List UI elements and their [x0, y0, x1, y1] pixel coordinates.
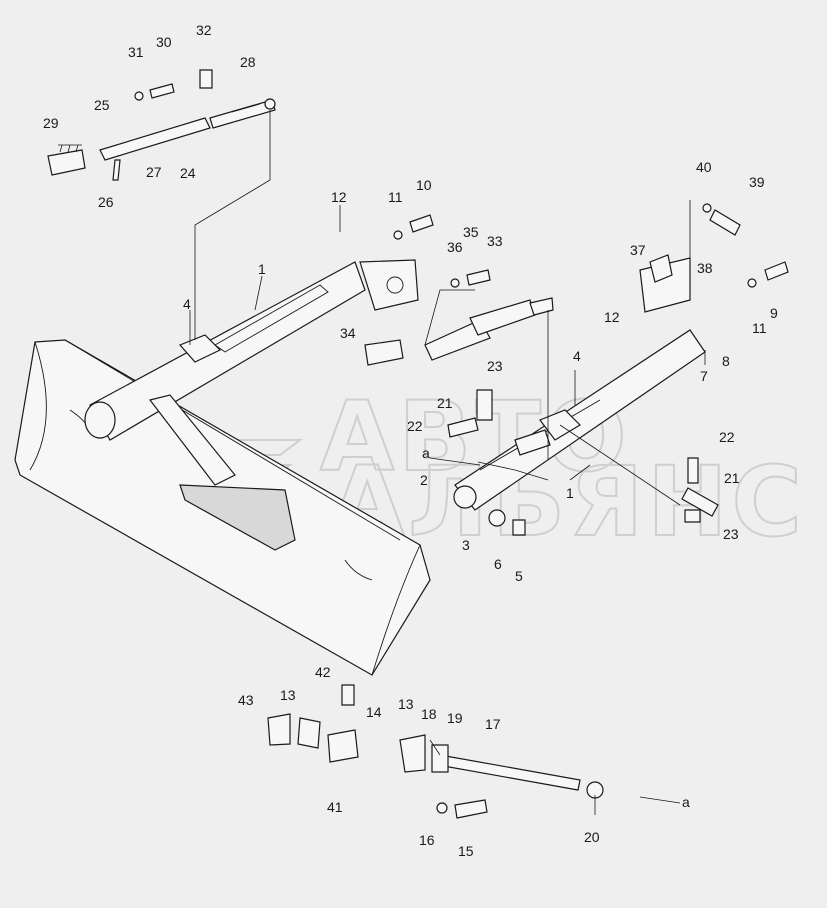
- label-11: 11: [752, 320, 767, 336]
- label-10: 10: [416, 177, 432, 193]
- fittings-5-6: [488, 509, 526, 536]
- part-labels: 1 1 2 3 4 4 5 6 7 8 9 10 11 11 12 12 13 …: [43, 22, 778, 859]
- grease-fitting-32: [199, 69, 213, 89]
- label-a: a: [422, 445, 430, 461]
- leader-lines: [58, 110, 706, 815]
- label-33: 33: [487, 233, 503, 249]
- label-27: 27: [146, 164, 162, 180]
- label-3: 3: [462, 537, 470, 553]
- label-9: 9: [770, 305, 778, 321]
- label-36: 36: [447, 239, 463, 255]
- label-37: 37: [630, 242, 646, 258]
- label-16: 16: [419, 832, 435, 848]
- bolt-10: [393, 214, 434, 240]
- label-22: 22: [719, 429, 735, 445]
- push-arm-right: [453, 329, 706, 511]
- label-a: a: [682, 794, 690, 810]
- label-7: 7: [700, 368, 708, 384]
- label-4: 4: [573, 348, 581, 364]
- bolt-39: [702, 203, 741, 236]
- label-14: 14: [366, 704, 382, 720]
- label-23: 23: [723, 526, 739, 542]
- label-13: 13: [280, 687, 296, 703]
- label-29: 29: [43, 115, 59, 131]
- label-42: 42: [315, 664, 331, 680]
- label-35: 35: [463, 224, 479, 240]
- label-43: 43: [238, 692, 254, 708]
- label-28: 28: [240, 54, 256, 70]
- label-2: 2: [420, 472, 428, 488]
- pin-21-center: [447, 389, 493, 438]
- shims-34: [364, 339, 404, 366]
- bolt-15: [436, 799, 488, 819]
- bracket-right: [639, 254, 691, 313]
- bracket-left: [359, 259, 419, 311]
- label-21: 21: [724, 470, 740, 486]
- label-20: 20: [584, 829, 600, 845]
- bolt-9: [747, 261, 789, 288]
- pin-21-right: [681, 457, 719, 523]
- bolt-35: [450, 269, 491, 288]
- bolt-30: [134, 83, 175, 101]
- label-19: 19: [447, 710, 463, 726]
- label-32: 32: [196, 22, 212, 38]
- label-40: 40: [696, 159, 712, 175]
- label-5: 5: [515, 568, 523, 584]
- label-8: 8: [722, 353, 730, 369]
- label-41: 41: [327, 799, 343, 815]
- label-4: 4: [183, 296, 191, 312]
- brace-left: [148, 394, 296, 551]
- label-25: 25: [94, 97, 110, 113]
- label-13: 13: [398, 696, 414, 712]
- label-18: 18: [421, 706, 437, 722]
- tilt-cylinder: [424, 297, 554, 361]
- label-23: 23: [487, 358, 503, 374]
- block-41: [327, 684, 359, 763]
- tilt-rod-top: [99, 98, 276, 181]
- label-22: 22: [407, 418, 423, 434]
- label-11: 11: [388, 189, 403, 205]
- label-24: 24: [180, 165, 196, 181]
- label-1: 1: [566, 485, 574, 501]
- label-15: 15: [458, 843, 474, 859]
- shims-29: [47, 149, 86, 176]
- clips-43-13: [267, 713, 426, 773]
- push-arm-left: [84, 261, 366, 441]
- label-26: 26: [98, 194, 114, 210]
- label-21: 21: [437, 395, 453, 411]
- label-6: 6: [494, 556, 502, 572]
- label-17: 17: [485, 716, 501, 732]
- label-30: 30: [156, 34, 172, 50]
- label-34: 34: [340, 325, 356, 341]
- label-38: 38: [697, 260, 713, 276]
- label-31: 31: [128, 44, 144, 60]
- label-39: 39: [749, 174, 765, 190]
- label-12: 12: [331, 189, 347, 205]
- label-1: 1: [258, 261, 266, 277]
- label-12: 12: [604, 309, 620, 325]
